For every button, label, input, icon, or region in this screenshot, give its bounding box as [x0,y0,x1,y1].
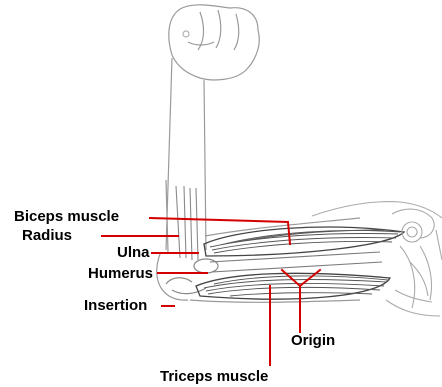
label-humerus: Humerus [88,266,153,281]
fist-drawing [169,5,259,80]
biceps-leader-line [150,218,290,244]
elbow-joint [166,259,218,294]
humerus-bone [210,252,382,272]
shoulder-drawing [312,202,442,316]
triceps-muscle-drawing [196,273,390,299]
forearm-bones [176,186,198,260]
forearm-outline [157,58,206,300]
label-ulna: Ulna [117,245,150,260]
label-insertion: Insertion [84,298,147,313]
label-radius: Radius [22,228,72,243]
label-origin: Origin [291,333,335,348]
label-triceps-muscle: Triceps muscle [160,369,268,384]
label-biceps-muscle: Biceps muscle [14,209,119,224]
